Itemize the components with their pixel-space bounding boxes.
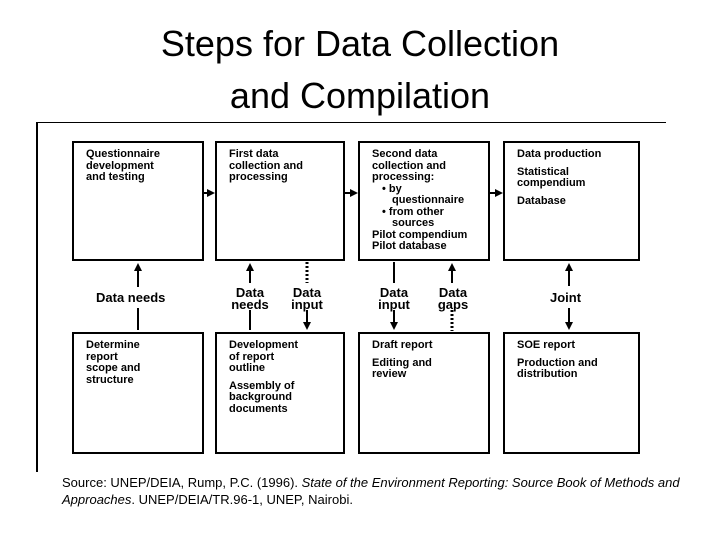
label-data-gaps: Data gaps: [432, 285, 474, 312]
box-line: compendium: [517, 177, 586, 189]
box-line: Pilot database: [372, 240, 447, 252]
box-line: questionnaire: [392, 194, 465, 206]
label-data-needs-1: Data needs: [96, 290, 166, 305]
box-line: structure: [86, 373, 134, 386]
box-line: sources: [392, 217, 435, 229]
figure-frame-top: [36, 122, 666, 123]
slide-title-line-1: Steps for Data Collection: [160, 23, 560, 64]
box-line: background: [229, 391, 292, 403]
box-line: outline: [229, 362, 266, 374]
box-line: Draft report: [372, 339, 433, 351]
box-line: Development: [229, 339, 299, 351]
label-data-input-1: Data input: [286, 285, 328, 312]
box-line: Pilot compendium: [372, 228, 468, 241]
box-line: report: [86, 350, 118, 363]
box-text: SOE report Production and distribution: [517, 339, 634, 381]
box-line: Questionnaire: [86, 148, 160, 160]
box-line: • by: [382, 182, 402, 195]
label-line: Data: [379, 285, 409, 300]
box-second-data-collection: Second data collection and processing: •…: [358, 141, 490, 261]
box-text: Development of report outline Assembly o…: [229, 339, 339, 415]
box-text: First data collection and processing: [229, 148, 339, 184]
box-line: collection and: [229, 159, 303, 172]
box-line: distribution: [517, 368, 578, 380]
label-line: input: [378, 297, 410, 312]
box-text: Second data collection and processing: •…: [372, 148, 484, 253]
box-line: scope and: [86, 362, 141, 374]
box-line: Production and: [517, 356, 598, 369]
box-text: Draft report Editing and review: [372, 339, 484, 381]
box-line: • from other: [382, 205, 444, 218]
box-data-production: Data production Statistical compendium D…: [503, 141, 640, 261]
box-soe-report: SOE report Production and distribution: [503, 332, 640, 454]
box-determine-report-scope: Determine report scope and structure: [72, 332, 204, 454]
box-line: Statistical: [517, 165, 569, 178]
box-line: collection and: [372, 159, 446, 172]
box-text: Questionnaire development and testing: [86, 148, 198, 184]
box-line: SOE report: [517, 339, 576, 351]
box-line: documents: [229, 402, 288, 415]
box-line: First data: [229, 148, 279, 160]
box-line: Assembly of: [229, 379, 295, 392]
box-draft-report: Draft report Editing and review: [358, 332, 490, 454]
box-text: Data production Statistical compendium D…: [517, 148, 634, 207]
box-line: review: [372, 368, 407, 380]
label-line: gaps: [437, 297, 469, 312]
box-line: Editing and: [372, 356, 432, 369]
box-line: Data production: [517, 148, 602, 160]
label-data-needs-2: Data needs: [228, 285, 272, 312]
figure-frame-left: [36, 122, 38, 472]
label-line: input: [291, 297, 323, 312]
box-line: Database: [517, 194, 566, 207]
box-line: development: [86, 159, 154, 172]
box-line: of report: [229, 350, 275, 363]
label-line: Data: [235, 285, 265, 300]
label-joint: Joint: [550, 290, 582, 305]
source-suffix: . UNEP/DEIA/TR.96-1, UNEP, Nairobi.: [131, 492, 353, 507]
box-line: Determine: [86, 339, 140, 351]
source-citation: Source: UNEP/DEIA, Rump, P.C. (1996). St…: [62, 474, 682, 508]
slide-title-line-2: and Compilation: [229, 75, 491, 116]
box-line: processing: [229, 171, 288, 183]
box-development-of-report-outline: Development of report outline Assembly o…: [215, 332, 345, 454]
box-line: and testing: [86, 171, 145, 183]
label-line: Data: [438, 285, 468, 300]
source-title: State of the Environment Reporting: Sour…: [62, 475, 680, 507]
label-line: Data: [292, 285, 322, 300]
box-line: Second data: [372, 148, 438, 160]
box-first-data-collection: First data collection and processing: [215, 141, 345, 261]
label-data-input-2: Data input: [373, 285, 415, 312]
source-prefix: Source: UNEP/DEIA, Rump, P.C. (1996).: [62, 475, 302, 490]
box-questionnaire-development: Questionnaire development and testing: [72, 141, 204, 261]
box-line: processing:: [372, 171, 435, 183]
label-line: needs: [231, 297, 269, 312]
box-text: Determine report scope and structure: [86, 339, 198, 386]
